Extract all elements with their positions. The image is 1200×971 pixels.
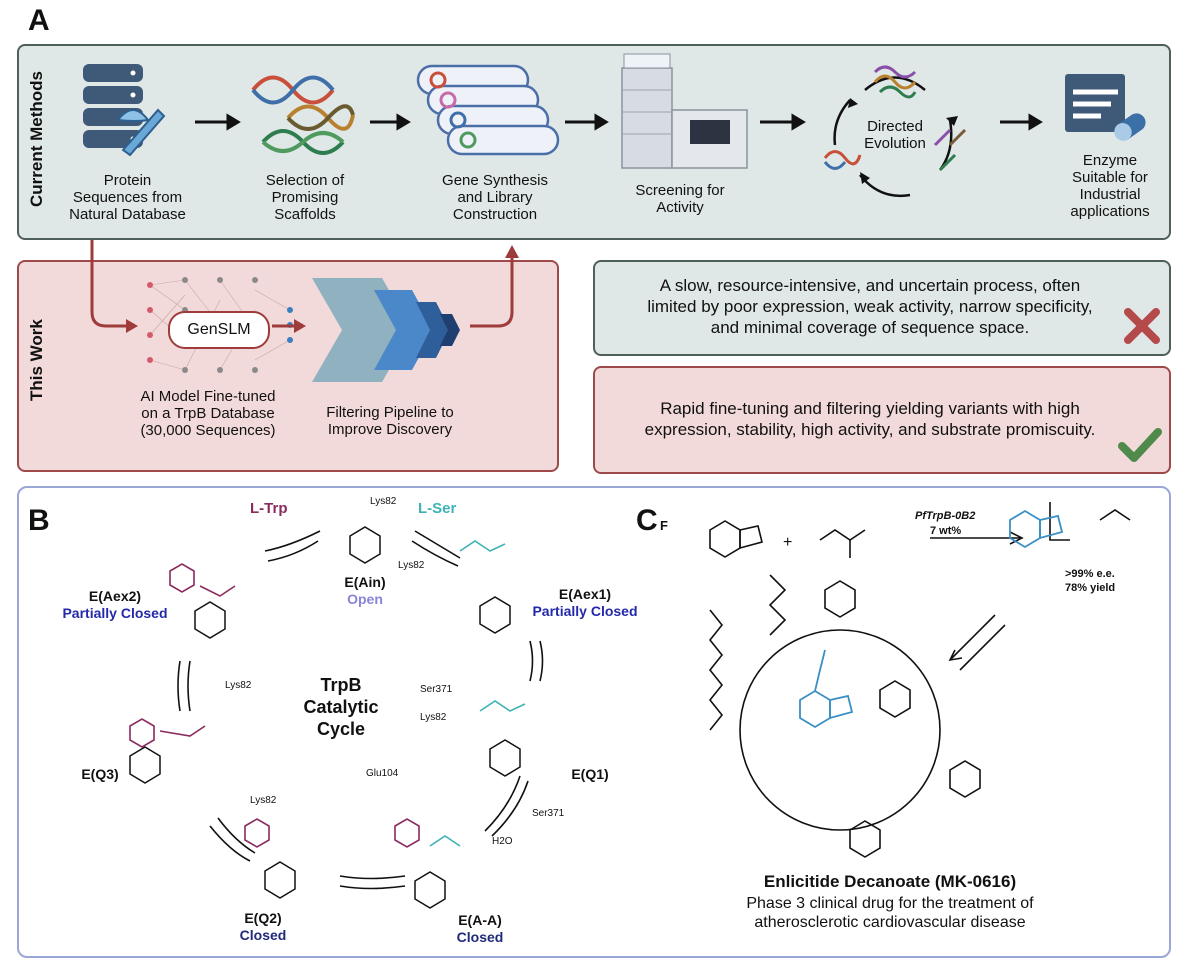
ee-label: >99% e.e. <box>1065 568 1115 580</box>
enzyme-card-icon <box>1063 70 1153 150</box>
residue-lys82-ain: Lys82 <box>370 496 397 507</box>
advantages-box <box>593 366 1171 474</box>
panel-bc-frame <box>17 486 1171 958</box>
drug-name: Enlicitide Decanoate (MK-0616) <box>763 872 1017 891</box>
state-q2: E(Q2)Closed <box>239 910 287 943</box>
residue-glu104: Glu104 <box>366 768 399 779</box>
state-a-a: E(A-A)Closed <box>456 912 504 945</box>
advantages-message: Rapid fine-tuning and filtering yielding… <box>644 399 1096 439</box>
state-ain: E(Ain)Open <box>344 574 386 607</box>
this-work-box <box>17 260 559 472</box>
residue-lys82-aex1: Lys82 <box>398 560 425 571</box>
hplc-icon <box>612 50 752 170</box>
state-aex2: E(Aex2)Partially Closed <box>62 588 168 621</box>
check-icon <box>1118 428 1162 462</box>
panel-c-letter: C <box>636 504 658 537</box>
panel-b-letter: B <box>28 504 50 537</box>
residue-lys82-q1: Lys82 <box>420 712 447 723</box>
cross-icon <box>1124 308 1160 344</box>
residue-ser371-q1: Ser371 <box>532 808 565 819</box>
filtering-pipeline-icon <box>312 278 460 382</box>
reagent-l-trp: L-Trp <box>250 500 288 517</box>
residue-ser371-aex1: Ser371 <box>420 684 453 695</box>
enzyme-label: PfTrpB-0B2 <box>915 510 976 522</box>
water-label: H2O <box>492 836 513 847</box>
genslm-model-badge: GenSLM <box>168 311 270 349</box>
dna-icon <box>248 60 358 160</box>
residue-lys82-q2: Lys82 <box>250 795 277 806</box>
plate-icon <box>416 64 566 164</box>
catalytic-cycle-drawing <box>129 526 544 909</box>
current-methods-box <box>17 44 1171 240</box>
indole-f-label: F <box>660 518 668 533</box>
cycle-icon <box>820 50 970 200</box>
drug-description: Phase 3 clinical drug for the treatment … <box>746 895 1034 931</box>
state-q3: E(Q3) <box>81 766 119 782</box>
loading-label: 7 wt% <box>930 525 962 537</box>
panel-a-letter: A <box>28 4 50 37</box>
database-icon <box>78 60 168 157</box>
state-aex1: E(Aex1)Partially Closed <box>532 586 638 619</box>
residue-lys82-q3: Lys82 <box>225 680 252 691</box>
limitations-message: A slow, resource-intensive, and uncertai… <box>647 276 1093 337</box>
plus-sign: + <box>783 534 793 551</box>
reagent-l-ser: L-Ser <box>418 500 457 517</box>
synthesis-drawing <box>708 502 1131 858</box>
yield-label: 78% yield <box>1065 582 1116 594</box>
limitations-box <box>593 260 1171 356</box>
state-q1: E(Q1) <box>571 766 609 782</box>
